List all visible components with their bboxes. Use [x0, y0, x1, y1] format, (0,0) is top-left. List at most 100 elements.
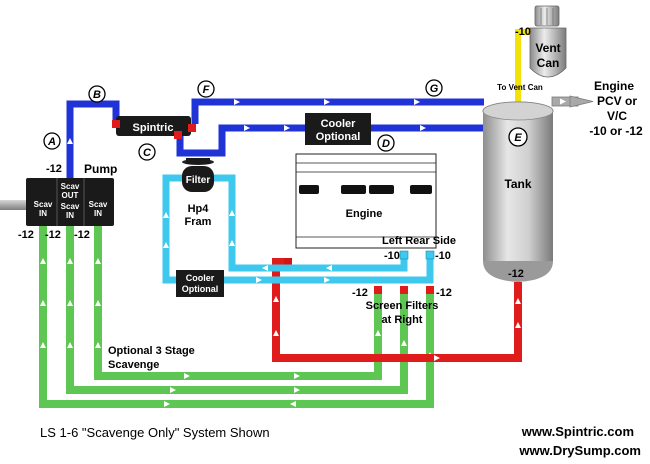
arrow-icon: [67, 342, 73, 348]
letter-g-badge: G: [425, 79, 443, 97]
arrow-icon: [163, 212, 169, 218]
return-flow-arrows: [273, 296, 521, 361]
size-pump-top: -12: [46, 163, 62, 175]
vent-line: [515, 29, 535, 108]
vent-can-label-2: Can: [537, 56, 560, 70]
letter-a-badge: A: [43, 132, 61, 150]
feed-line-outer: [162, 174, 434, 284]
arrow-icon: [262, 265, 268, 271]
letter-e-badge: E: [508, 127, 528, 147]
scavenge-lines: [39, 226, 434, 408]
engine-port: [369, 185, 394, 194]
arrow-icon: [515, 322, 521, 328]
arrow-icon: [326, 265, 332, 271]
filter: [182, 158, 214, 192]
pump-out: OUT: [62, 191, 79, 200]
arrow-icon: [294, 387, 300, 393]
arrow-icon: [234, 99, 240, 105]
arrow-icon: [414, 99, 420, 105]
engine-pcv-label-2: PCV or: [597, 94, 637, 108]
pump-scav-out: Scav: [61, 182, 80, 191]
pressure-line-to-tank: [191, 98, 484, 124]
arrow-icon: [515, 298, 521, 304]
left-rear-side-label: Left Rear Side: [382, 235, 456, 247]
screen-filters-label-2: at Right: [382, 314, 423, 326]
spintric-outlet-bottom: [174, 131, 182, 139]
arrow-icon: [324, 277, 330, 283]
engine-port: [341, 185, 366, 194]
arrow-icon: [163, 242, 169, 248]
return-fitting: [284, 258, 292, 266]
arrow-icon: [40, 342, 46, 348]
arrow-icon: [164, 401, 170, 407]
arrow-icon: [324, 99, 330, 105]
letter-d: D: [382, 138, 390, 150]
spintric-outlet-top: [188, 124, 196, 132]
cooler-top: [305, 113, 371, 145]
arrow-icon: [40, 300, 46, 306]
letter-f-badge: F: [197, 80, 215, 98]
arrow-icon: [290, 401, 296, 407]
arrow-icon: [67, 300, 73, 306]
pressure-flow-arrows: [67, 99, 426, 144]
pump-scav-2: Scav: [61, 202, 80, 211]
size-rear-right: -10: [435, 250, 451, 262]
engine-block: [295, 153, 437, 249]
cooler-bottom-label-1: Cooler: [186, 273, 215, 283]
arrow-icon: [40, 258, 46, 264]
letter-b-badge: B: [88, 85, 106, 103]
pump-scav-1: Scav: [34, 200, 53, 209]
size-pump-2: -12: [45, 229, 61, 241]
scavenge-line-1: [39, 226, 434, 408]
letter-f: F: [203, 84, 210, 96]
arrow-icon: [420, 125, 426, 131]
optional-stage-label-2: Scavenge: [108, 359, 159, 371]
cooler-bottom: [176, 270, 224, 297]
arrow-icon: [434, 355, 440, 361]
spintric-label: Spintric: [133, 122, 174, 134]
pump-scav-3: Scav: [89, 200, 108, 209]
size-screen-right: -12: [436, 287, 452, 299]
cooler-top-label-1: Cooler: [321, 118, 357, 130]
cooler-top-label-2: Optional: [316, 131, 361, 143]
pump-in-2: IN: [66, 211, 74, 220]
size-screen-left: -12: [352, 287, 368, 299]
arrow-icon: [95, 342, 101, 348]
engine-pcv-label-3: V/C: [607, 109, 627, 123]
arrow-icon: [95, 258, 101, 264]
arrow-icon: [170, 387, 176, 393]
arrow-icon: [229, 240, 235, 246]
size-pump-3: -12: [74, 229, 90, 241]
engine-pcv-label-4: -10 or -12: [589, 124, 643, 138]
arrow-icon: [273, 296, 279, 302]
filter-label: Filter: [186, 175, 211, 186]
letter-c: C: [143, 147, 152, 159]
engine-pcv-label-1: Engine: [594, 79, 634, 93]
engine-label: Engine: [346, 208, 383, 220]
letter-c-badge: C: [138, 143, 156, 161]
arrow-icon: [294, 373, 300, 379]
pressure-line-to-cooler: [176, 124, 306, 157]
arrow-icon: [184, 373, 190, 379]
letter-a: A: [47, 136, 56, 148]
to-vent-can-label: To Vent Can: [497, 83, 543, 92]
arrow-icon: [560, 98, 566, 105]
arrow-icon: [229, 210, 235, 216]
size-tank-bottom: -12: [508, 268, 524, 280]
spintric: [112, 116, 196, 139]
screen-filter-2: [400, 286, 408, 294]
feed-flow-arrows: [163, 210, 332, 283]
screen-filter-1: [374, 286, 382, 294]
letter-e: E: [514, 132, 522, 144]
size-vent: -10: [515, 26, 531, 38]
size-rear-left: -10: [384, 250, 400, 262]
arrow-icon: [67, 138, 73, 144]
letter-g: G: [430, 83, 439, 95]
url-spintric: www.Spintric.com: [521, 424, 634, 439]
letter-b: B: [93, 89, 101, 101]
url-drysump: www.DrySump.com: [518, 443, 641, 458]
arrow-icon: [284, 125, 290, 131]
optional-stage-label-1: Optional 3 Stage: [108, 345, 195, 357]
